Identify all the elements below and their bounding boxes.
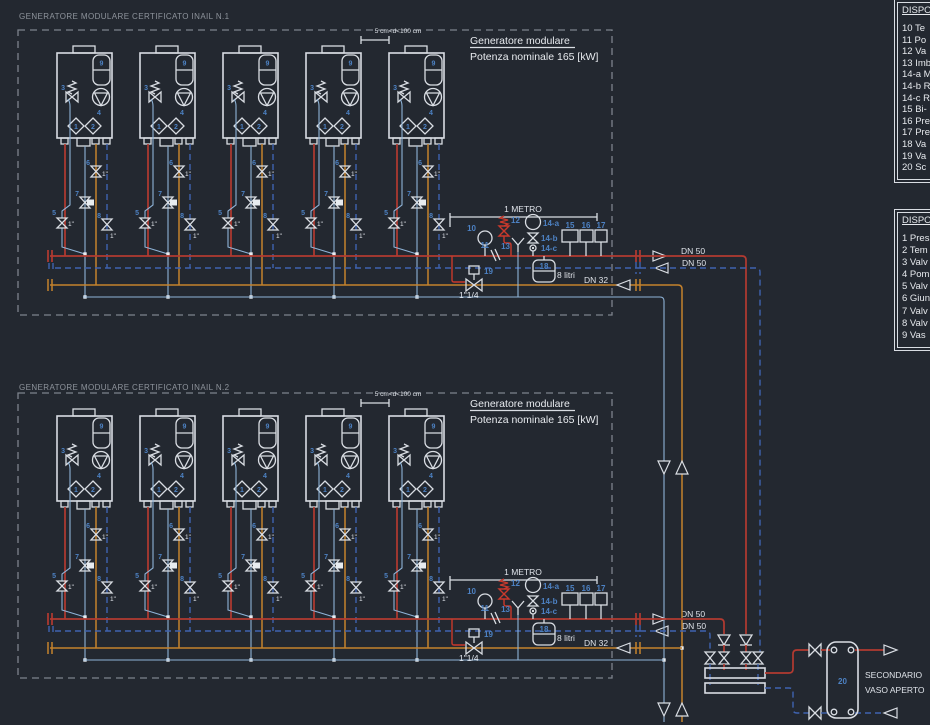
legend-row: 6 Giun — [902, 293, 930, 305]
heat-exchanger-icon — [826, 641, 859, 719]
check-valve-icon — [716, 634, 732, 647]
shutoff-valve-icon — [703, 651, 717, 665]
legend-row: 19 Va — [902, 150, 927, 162]
generator-group-2 — [18, 391, 706, 678]
legend-row: 7 Valv — [902, 305, 928, 317]
exchanger-valve-icon — [808, 705, 822, 721]
group2-title: GENERATORE MODULARE CERTIFICATO INAIL N.… — [19, 383, 230, 392]
shutoff-valve-icon — [751, 651, 765, 665]
secondary-return-arrow — [882, 707, 898, 719]
legend-row: 9 Vas — [902, 329, 926, 341]
legend-row: 5 Valv — [902, 281, 928, 293]
shutoff-valve-icon — [717, 651, 731, 665]
legend-row: 11 Po — [902, 34, 927, 46]
legend-row: 18 Va — [902, 138, 927, 150]
legend-heading: DISPOS — [902, 215, 930, 226]
legend-devices-top: DISPOS 10 Te 11 Po 12 Va 13 Imb 14-a M 1… — [894, 0, 930, 183]
secondary-supply-arrow — [883, 644, 899, 656]
group2-routing — [640, 618, 725, 661]
check-valve-icon — [738, 634, 754, 647]
label-20: 20 — [838, 677, 847, 686]
fill-down-arrow — [657, 460, 671, 476]
shutoff-valve-icon — [739, 651, 753, 665]
group1-title: GENERATORE MODULARE CERTIFICATO INAIL N.… — [19, 12, 230, 21]
generator-group-1 — [18, 28, 706, 315]
legend-row: 14-a M — [902, 69, 930, 81]
secondary-caption-2: VASO APERTO — [865, 685, 925, 695]
legend-heading: DISPOS — [902, 5, 930, 16]
legend-row: 1 Pres — [902, 233, 930, 244]
legend-devices-bottom: DISPOS 1 Pres 2 Tem 3 Valv 4 Pom 5 Valv … — [894, 209, 930, 351]
secondary-assembly: 20 SECONDARIO VASO APERTO — [703, 634, 925, 721]
fill-down-arrow — [657, 702, 671, 718]
legend-row: 12 Va — [902, 46, 927, 58]
exchanger-valve-icon — [808, 642, 822, 658]
return-header — [704, 682, 766, 694]
group1-routing — [640, 255, 761, 722]
gas-up-arrow — [675, 459, 689, 475]
legend-row: 14-c R — [902, 92, 930, 104]
supply-header — [704, 667, 766, 679]
gas-up-arrow — [675, 701, 689, 717]
legend-row: 17 Pre — [902, 127, 930, 139]
legend-row: 2 Tem — [902, 245, 928, 257]
legend-row: 8 Valv — [902, 317, 928, 329]
legend-row: 14-b R — [902, 80, 930, 92]
legend-row: 20 Sc — [902, 162, 927, 174]
legend-row: 10 Te — [902, 23, 926, 34]
legend-row: 3 Valv — [902, 257, 928, 269]
secondary-caption-1: SECONDARIO — [865, 670, 923, 680]
legend-row: 13 Imb — [902, 57, 930, 69]
legend-row: 15 Bi- — [902, 104, 927, 116]
legend-row: 4 Pom — [902, 269, 930, 281]
legend-row: 16 Pre — [902, 115, 930, 127]
